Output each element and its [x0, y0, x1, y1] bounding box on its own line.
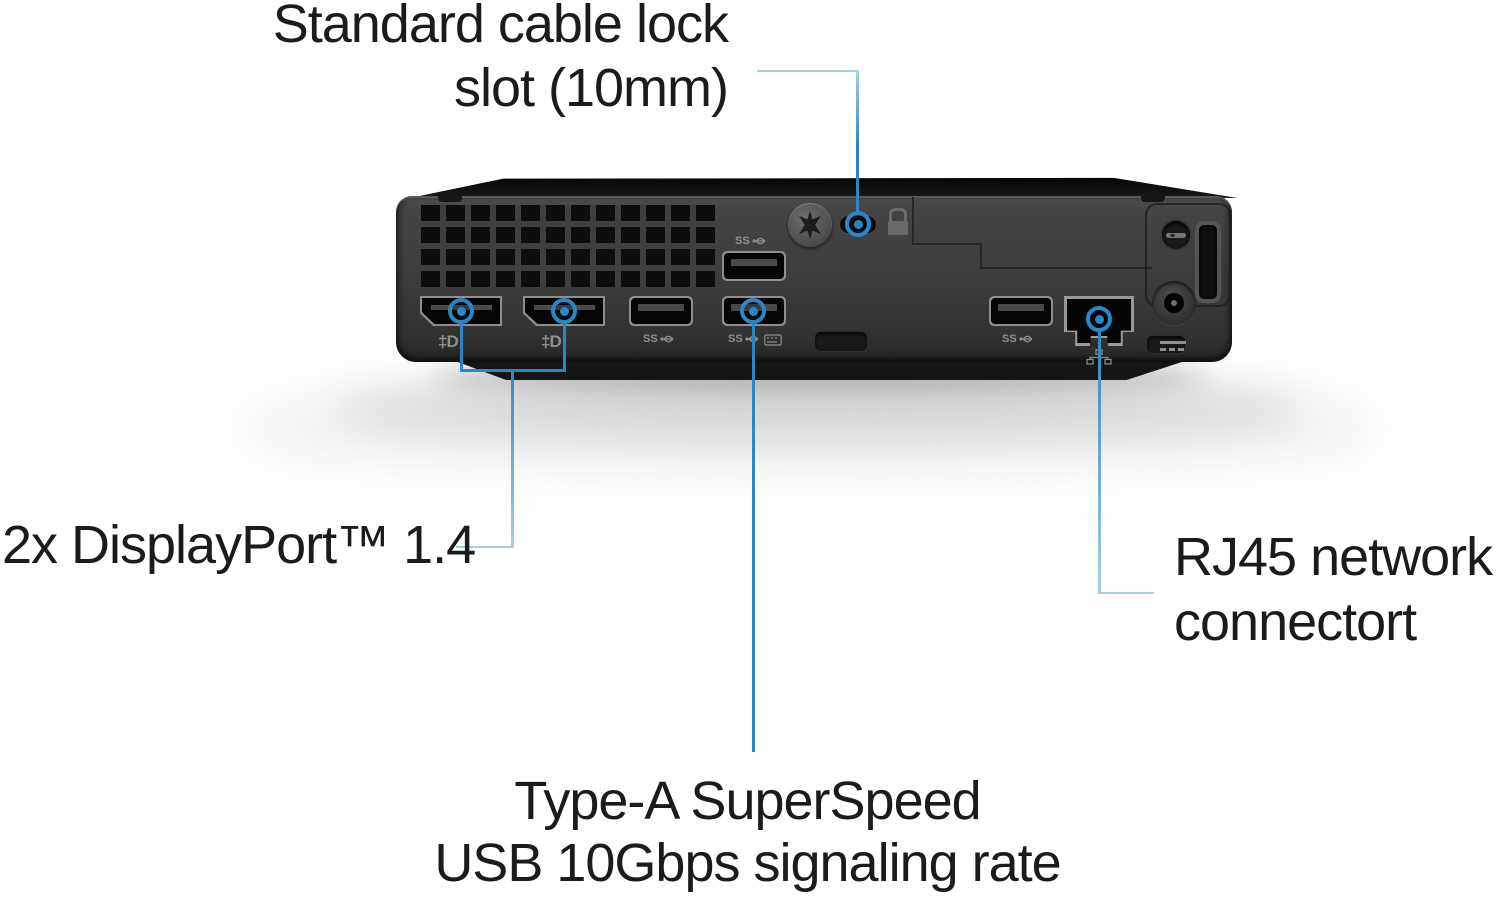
panel-seam-v2: [980, 243, 982, 269]
callout-marker-displayport-1: [448, 298, 474, 324]
label-usb: Type-A SuperSpeed USB 10Gbps signaling r…: [375, 770, 1120, 894]
vent-grid: [421, 205, 715, 287]
power-connector: [1152, 281, 1196, 325]
usb-trident-icon: [1019, 335, 1033, 343]
top-notch-right: [1141, 196, 1165, 202]
ss-label: SS: [735, 235, 750, 247]
usb-port-top: [722, 251, 786, 281]
callout-marker-rj45: [1086, 306, 1112, 332]
label-rj45-line1: RJ45 network: [1174, 527, 1493, 587]
callout-marker-displayport-2: [551, 298, 577, 324]
padlock-icon: [887, 208, 909, 236]
callout-line-cable-lock-v: [856, 70, 859, 211]
ss-label: SS: [1002, 333, 1017, 345]
callout-line-cable-lock-h: [757, 70, 857, 72]
mounting-slot-2: [1146, 335, 1186, 354]
label-usb-line2: USB 10Gbps signaling rate: [434, 833, 1061, 893]
superspeed-usb-icon: SS: [1002, 333, 1038, 345]
callout-marker-usb: [740, 298, 766, 324]
ss-label: SS: [643, 333, 658, 345]
label-rj45-line2: connectort: [1174, 592, 1417, 652]
usb-port-right: [989, 296, 1053, 326]
callout-line-rj45-h: [1098, 592, 1154, 594]
superspeed-usb-icon: SS: [728, 333, 764, 345]
panel-seam-h2: [980, 267, 1152, 269]
usb-trident-icon: [660, 335, 674, 343]
callout-marker-cable-lock: [845, 211, 871, 237]
dc-power-icon: [1160, 341, 1186, 351]
thumbscrew: [788, 203, 832, 247]
usb-trident-icon: [752, 237, 766, 245]
callout-line-dp-drop-v: [511, 369, 514, 548]
label-rj45: RJ45 network connectort: [1174, 525, 1493, 655]
superspeed-usb-icon: SS: [643, 333, 679, 345]
usb-trident-icon: [745, 335, 759, 343]
label-displayport: 2x DisplayPort™ 1.4: [2, 515, 476, 575]
keyboard-icon: [764, 333, 782, 351]
panel-seam-v1: [912, 197, 914, 245]
device-base: [455, 361, 1185, 380]
usb-port-1: [629, 296, 693, 326]
label-cable-lock-line1: Standard cable lock: [272, 0, 729, 54]
label-cable-lock: Standard cable lock slot (10mm): [272, 0, 729, 120]
lock-loop: [1195, 221, 1221, 303]
thumbscrew-star-icon: [799, 211, 821, 239]
security-screw-hole: [1162, 221, 1190, 249]
label-cable-lock-line2: slot (10mm): [453, 58, 729, 118]
callout-line-dp-label-h: [456, 546, 513, 548]
mounting-slot-1: [814, 331, 868, 352]
panel-seam-h1: [912, 243, 982, 245]
callout-line-rj45-v: [1098, 332, 1101, 593]
superspeed-usb-icon: SS: [735, 235, 771, 247]
displayport-icon: ‡D: [541, 332, 562, 351]
callout-line-dp2-v: [563, 324, 566, 372]
ss-label: SS: [728, 333, 743, 345]
callout-line-usb-v: [752, 324, 755, 752]
callout-line-dp1-v: [460, 324, 463, 372]
device-top-face: [409, 177, 1238, 198]
label-usb-line1: Type-A SuperSpeed: [514, 771, 981, 831]
top-notch-left: [438, 196, 462, 202]
displayport-icon: ‡D: [438, 332, 459, 351]
